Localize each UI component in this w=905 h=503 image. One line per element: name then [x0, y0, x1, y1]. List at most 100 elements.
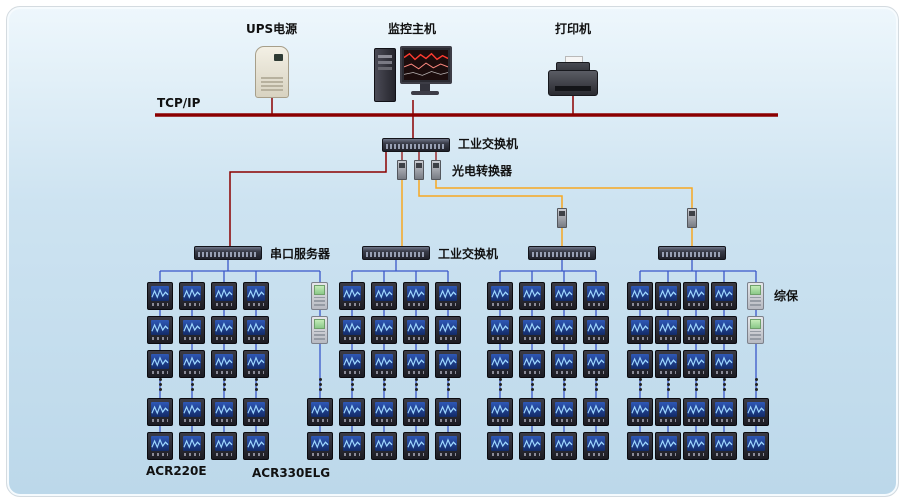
printer-tray	[555, 86, 591, 91]
meter-buttons	[248, 419, 264, 422]
meter-screen	[215, 320, 233, 335]
meter-device	[683, 398, 709, 426]
meter-device	[487, 350, 513, 378]
meter-buttons	[588, 337, 604, 340]
meter-screen	[151, 436, 169, 451]
meter-buttons	[216, 337, 232, 340]
protection-relay-device	[311, 316, 328, 344]
meter-device	[147, 350, 173, 378]
meter-screen	[587, 354, 605, 369]
meter-screen	[439, 286, 457, 301]
meter-buttons	[216, 419, 232, 422]
meter-screen	[631, 320, 649, 335]
meter-buttons	[748, 419, 764, 422]
meter-buttons	[344, 337, 360, 340]
meter-screen	[659, 354, 677, 369]
meter-screen	[343, 320, 361, 335]
column-ellipsis	[636, 376, 644, 393]
meter-device	[371, 282, 397, 310]
ups-device	[255, 46, 289, 98]
meter-device	[711, 350, 737, 378]
serial-server-device	[194, 246, 262, 260]
printer-body	[548, 70, 598, 96]
meter-device	[655, 398, 681, 426]
meter-screen	[151, 354, 169, 369]
meter-screen	[407, 320, 425, 335]
meter-device	[435, 350, 461, 378]
meter-buttons	[344, 371, 360, 374]
meter-device	[403, 350, 429, 378]
meter-screen	[375, 354, 393, 369]
meter-screen	[523, 402, 541, 417]
meter-screen	[491, 320, 509, 335]
meter-device	[487, 432, 513, 460]
meter-device	[627, 398, 653, 426]
switch-top-label: 工业交换机	[458, 137, 519, 151]
meter-device	[435, 316, 461, 344]
meter-screen	[407, 354, 425, 369]
fiber-converter-2	[414, 160, 424, 180]
meter-buttons	[248, 453, 264, 456]
meter-screen	[631, 286, 649, 301]
meter-buttons	[440, 419, 456, 422]
meter-screen	[215, 402, 233, 417]
meter-screen	[215, 436, 233, 451]
meter-buttons	[688, 419, 704, 422]
meter-device	[627, 350, 653, 378]
meter-buttons	[524, 337, 540, 340]
meter-screen	[587, 402, 605, 417]
meter-screen	[555, 436, 573, 451]
meter-screen	[687, 286, 705, 301]
meter-screen	[587, 436, 605, 451]
meter-buttons	[376, 453, 392, 456]
meter-screen	[343, 354, 361, 369]
meter-device	[655, 282, 681, 310]
column-ellipsis	[188, 376, 196, 393]
meter-device	[147, 316, 173, 344]
meter-buttons	[588, 371, 604, 374]
meter-screen	[439, 436, 457, 451]
meter-screen	[183, 354, 201, 369]
meter-device	[711, 398, 737, 426]
meter-device	[147, 282, 173, 310]
column-ellipsis	[348, 376, 356, 393]
meter-device	[179, 398, 205, 426]
meter-screen	[151, 286, 169, 301]
host-label: 监控主机	[388, 22, 437, 36]
meter-screen	[491, 286, 509, 301]
meter-buttons	[184, 371, 200, 374]
column-ellipsis	[220, 376, 228, 393]
meter-buttons	[660, 303, 676, 306]
industrial-switch-3	[528, 246, 596, 260]
meter-device	[339, 316, 365, 344]
fiber-converter-3	[431, 160, 441, 180]
meter-screen	[523, 354, 541, 369]
meter-screen	[587, 286, 605, 301]
meter-device	[683, 350, 709, 378]
meter-buttons	[440, 337, 456, 340]
protection-screen	[750, 319, 761, 329]
meter-device	[551, 282, 577, 310]
meter-device	[435, 282, 461, 310]
meter-screen	[183, 436, 201, 451]
meter-buttons	[152, 371, 168, 374]
meter-buttons	[688, 453, 704, 456]
meter-device	[583, 350, 609, 378]
meter-screen	[715, 354, 733, 369]
column-ellipsis	[560, 376, 568, 393]
meter-device	[435, 398, 461, 426]
meter-buttons	[492, 371, 508, 374]
converter-label: 光电转换器	[452, 164, 513, 178]
meter-device	[519, 282, 545, 310]
column-ellipsis	[496, 376, 504, 393]
meter-screen	[555, 286, 573, 301]
meter-buttons	[492, 337, 508, 340]
meter-buttons	[660, 337, 676, 340]
meter-buttons	[632, 337, 648, 340]
meter-buttons	[152, 453, 168, 456]
meter-buttons	[440, 453, 456, 456]
meter-buttons	[408, 303, 424, 306]
meter-device	[519, 316, 545, 344]
industrial-switch-top	[382, 138, 450, 152]
meter-buttons	[492, 453, 508, 456]
